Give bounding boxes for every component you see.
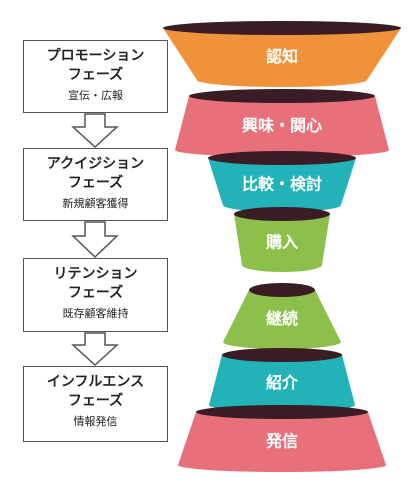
funnel-segment-rim (163, 21, 401, 35)
funnel-stage: 発信 (178, 405, 386, 472)
funnel-stage: 興味・関心 (175, 89, 389, 157)
phase-title-line1: アクイジション (46, 156, 145, 172)
funnel-stage-label: 購入 (265, 233, 298, 252)
funnel-segment-rim (222, 348, 342, 362)
funnel-stage-label: 紹介 (266, 373, 299, 392)
funnel-stage: 購入 (234, 207, 330, 272)
funnel-segment-body (208, 158, 356, 212)
phase-title-line2: フェーズ (67, 67, 124, 83)
phase-title-line1: インフルエンス (46, 374, 145, 390)
phase-title-line2: フェーズ (67, 285, 124, 301)
funnel-segment-body (178, 412, 386, 472)
funnel-segment-body (209, 355, 355, 412)
funnel-stage: 認知 (163, 21, 401, 87)
down-arrow-icon (71, 113, 119, 149)
down-arrow-icon (71, 332, 119, 367)
phase-arrows (71, 113, 119, 367)
funnel-segment-rim (196, 405, 368, 419)
phase-box-retention: リテンション フェーズ 既存顧客維持 (23, 258, 168, 332)
funnel-segment-rim (208, 151, 356, 165)
funnel-segment-rim (249, 283, 315, 297)
funnel-segment-body (223, 290, 341, 349)
down-arrow-icon (71, 221, 119, 259)
phase-title-line1: プロモーション (46, 48, 145, 64)
phase-title-line2: フェーズ (67, 393, 124, 409)
funnel-stage-label: 認知 (266, 47, 298, 66)
funnel-stage-label: 継続 (266, 309, 298, 328)
funnel-segment-body (175, 96, 389, 157)
funnel-stage: 比較・検討 (208, 151, 356, 212)
funnel-stage-label: 興味・関心 (242, 116, 322, 135)
funnel-segment-rim (234, 207, 330, 221)
funnel-segment-body (234, 214, 330, 272)
funnel-stage: 継続 (223, 283, 341, 349)
phase-box-influence: インフルエンス フェーズ 情報発信 (23, 366, 168, 442)
funnel-stage-label: 比較・検討 (242, 175, 322, 194)
phase-box-promotion: プロモーション フェーズ 宣伝・広報 (23, 40, 168, 113)
phase-description: 情報発信 (73, 415, 118, 428)
phase-title-line1: リテンション (53, 266, 138, 282)
phase-description: 宣伝・広報 (68, 89, 123, 102)
funnel-stage: 紹介 (209, 348, 355, 412)
funnel-segment-rim (189, 89, 375, 103)
phase-title-line2: フェーズ (67, 175, 124, 191)
phase-description: 新規顧客獲得 (62, 197, 129, 210)
phase-description: 既存顧客維持 (62, 307, 129, 320)
funnel-segment-body (163, 28, 401, 87)
funnel-stage-label: 発信 (265, 432, 298, 451)
phase-box-acquisition: アクイジション フェーズ 新規顧客獲得 (23, 148, 168, 221)
